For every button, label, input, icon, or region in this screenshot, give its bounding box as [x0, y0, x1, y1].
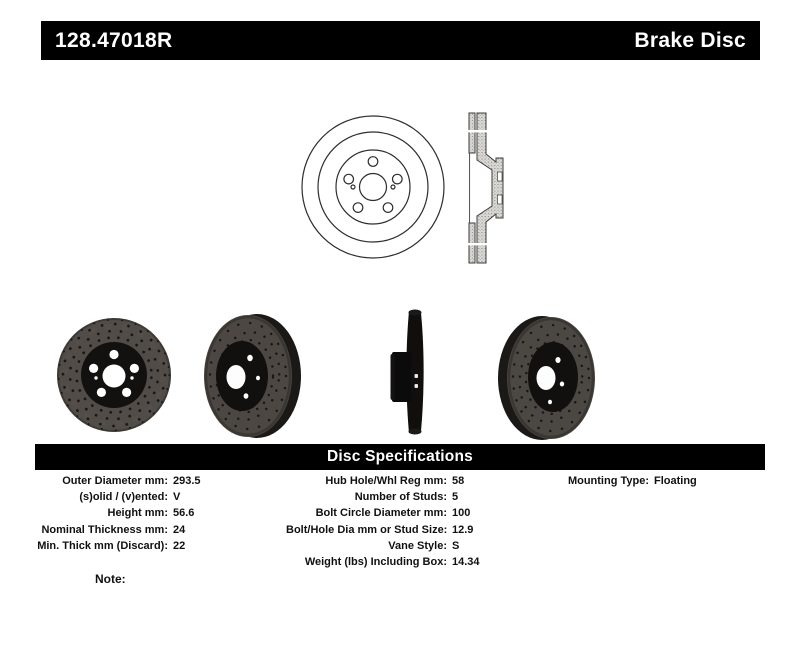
spec-value: 56.6: [173, 507, 195, 520]
spec-row: Bolt/Hole Dia mm or Stud Size: 12.9: [286, 522, 480, 538]
spec-column-right: Mounting Type: Floating: [556, 473, 697, 489]
note-label: Note:: [95, 572, 126, 586]
spec-row: Outer Diameter mm: 293.5: [34, 473, 201, 489]
spec-label: Bolt/Hole Dia mm or Stud Size:: [286, 523, 448, 536]
product-photo-angled-left: [498, 316, 595, 440]
front-view-drawing: [301, 115, 445, 259]
spec-label: Vane Style:: [388, 539, 447, 552]
spec-label: (s)olid / (v)ented:: [79, 491, 168, 504]
spec-value: 22: [173, 539, 186, 552]
spec-value: 100: [452, 507, 471, 520]
spec-column-middle: Hub Hole/Whl Reg mm: 58 Number of Studs:…: [286, 473, 480, 570]
spec-label: Bolt Circle Diameter mm:: [315, 507, 447, 520]
spec-value: 12.9: [452, 523, 474, 536]
spec-section-header: Disc Specifications: [35, 444, 765, 470]
spec-label: Outer Diameter mm:: [62, 475, 168, 487]
spec-value: 293.5: [173, 475, 201, 487]
spec-row: Mounting Type: Floating: [556, 473, 697, 489]
spec-value: 24: [173, 523, 186, 536]
cross-section-drawing: [468, 112, 504, 264]
spec-section-title: Disc Specifications: [327, 448, 473, 465]
spec-label: Weight (lbs) Including Box:: [304, 556, 447, 569]
part-number: 128.47018R: [55, 28, 173, 52]
product-title: Brake Disc: [634, 28, 746, 52]
spec-label: Nominal Thickness mm:: [41, 523, 168, 536]
spec-row: Nominal Thickness mm: 24: [34, 522, 201, 538]
spec-label: Number of Studs:: [354, 491, 447, 504]
spec-label: Min. Thick mm (Discard):: [37, 539, 168, 552]
spec-row: Hub Hole/Whl Reg mm: 58: [286, 473, 480, 489]
spec-row: (s)olid / (v)ented: V: [34, 489, 201, 505]
spec-label: Mounting Type:: [567, 475, 649, 487]
spec-row: Bolt Circle Diameter mm: 100: [286, 505, 480, 521]
spec-row: Weight (lbs) Including Box: 14.34: [286, 554, 480, 570]
spec-value: V: [173, 491, 181, 504]
spec-label: Height mm:: [107, 507, 169, 520]
spec-row: Min. Thick mm (Discard): 22: [34, 538, 201, 554]
spec-value: 14.34: [452, 556, 480, 569]
product-photo-angled-right: [204, 314, 301, 438]
spec-value: 58: [452, 475, 465, 487]
spec-value: S: [452, 539, 460, 552]
spec-row: Number of Studs: 5: [286, 489, 480, 505]
spec-row: Height mm: 56.6: [34, 505, 201, 521]
product-photo-edge: [390, 309, 424, 435]
spec-value: Floating: [654, 475, 697, 487]
header-bar: 128.47018R Brake Disc: [41, 21, 760, 60]
product-photo-front: [57, 318, 171, 432]
spec-column-left: Outer Diameter mm: 293.5 (s)olid / (v)en…: [34, 473, 201, 554]
spec-label: Hub Hole/Whl Reg mm:: [325, 475, 447, 487]
spec-value: 5: [452, 491, 459, 504]
spec-row: Vane Style: S: [286, 538, 480, 554]
